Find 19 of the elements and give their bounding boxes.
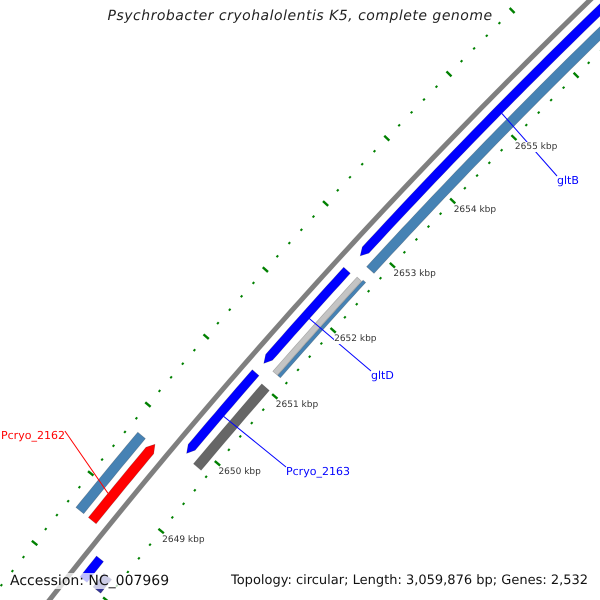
accession-label: Accession: NC_007969: [8, 573, 172, 589]
tick-label: 2649 kbp: [162, 535, 205, 546]
gene-bar: [88, 444, 156, 524]
gene-label: Pcryo_2162: [1, 429, 65, 442]
tick-label: 2650 kbp: [218, 467, 261, 478]
gene-label: Pcryo_2163: [286, 465, 350, 478]
tick-label: 2655 kbp: [514, 142, 558, 152]
tick-label: 2653 kbp: [393, 269, 436, 280]
leader-line: [223, 416, 286, 468]
gene-label: gltB: [557, 174, 579, 187]
leader-line: [64, 430, 108, 494]
tick-label: 2654 kbp: [454, 204, 496, 215]
leader-line: [308, 318, 372, 372]
tick-label: 2652 kbp: [334, 334, 377, 344]
gene-bar: [75, 432, 146, 514]
title: Psychrobacter cryohalolentis K5, complete genome: [108, 8, 493, 24]
tick-label: 2651 kbp: [276, 400, 318, 410]
gene-label: gltD: [371, 369, 394, 382]
gene-bar: [186, 369, 260, 454]
